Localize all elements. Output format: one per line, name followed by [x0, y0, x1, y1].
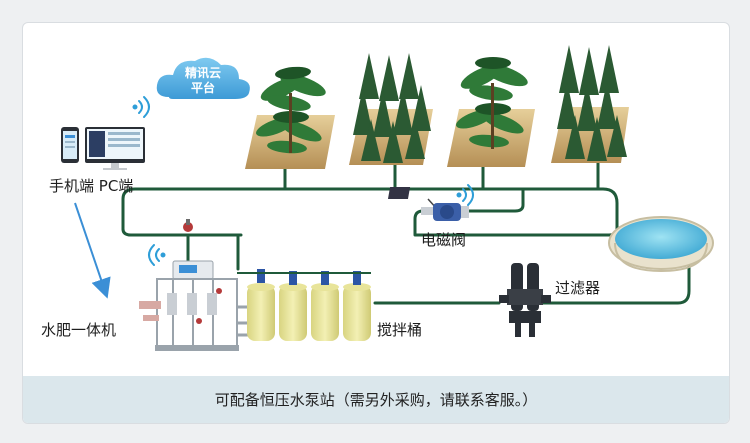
tanks-label: 搅拌桶 — [377, 321, 422, 339]
filter-icon — [499, 263, 551, 337]
mixing-tanks — [237, 269, 371, 341]
valve-label: 电磁阀 — [421, 231, 466, 249]
crop-field-pines-1 — [349, 53, 433, 165]
crop-field-palms-1 — [245, 66, 335, 169]
cloud-icon: 精讯云 平台 — [156, 57, 250, 99]
solenoid-valve-icon — [387, 187, 469, 221]
tank — [279, 271, 307, 341]
devices-label: 手机端 PC端 — [49, 177, 133, 195]
cloud-label-line1: 精讯云 — [185, 65, 221, 80]
wifi-icon — [148, 244, 166, 266]
filter-label: 过滤器 — [555, 279, 600, 297]
irrigation-diagram: 精讯云 平台 手机端 — [41, 45, 714, 351]
connection-arrow — [74, 202, 111, 299]
caption-text: 可配备恒压水泵站（需另外采购，请联系客服。） — [214, 391, 538, 409]
tank — [247, 269, 275, 341]
wifi-icon — [456, 184, 474, 206]
cloud-label-line2: 平台 — [191, 80, 215, 95]
wifi-icon — [132, 96, 150, 118]
diagram-card: 精讯云 平台 手机端 — [22, 22, 730, 424]
tank — [343, 271, 371, 341]
phone-icon — [61, 127, 79, 163]
caption-bar: 可配备恒压水泵站（需另外采购，请联系客服。） — [23, 376, 729, 423]
tank — [311, 271, 339, 341]
pipe-network — [121, 161, 691, 305]
crop-field-palms-2 — [447, 57, 535, 167]
fertigation-label: 水肥一体机 — [41, 321, 116, 339]
crop-field-pines-2 — [551, 45, 629, 163]
water-pool — [608, 216, 714, 273]
monitor-icon — [85, 127, 145, 170]
check-valve-icon — [183, 219, 193, 232]
